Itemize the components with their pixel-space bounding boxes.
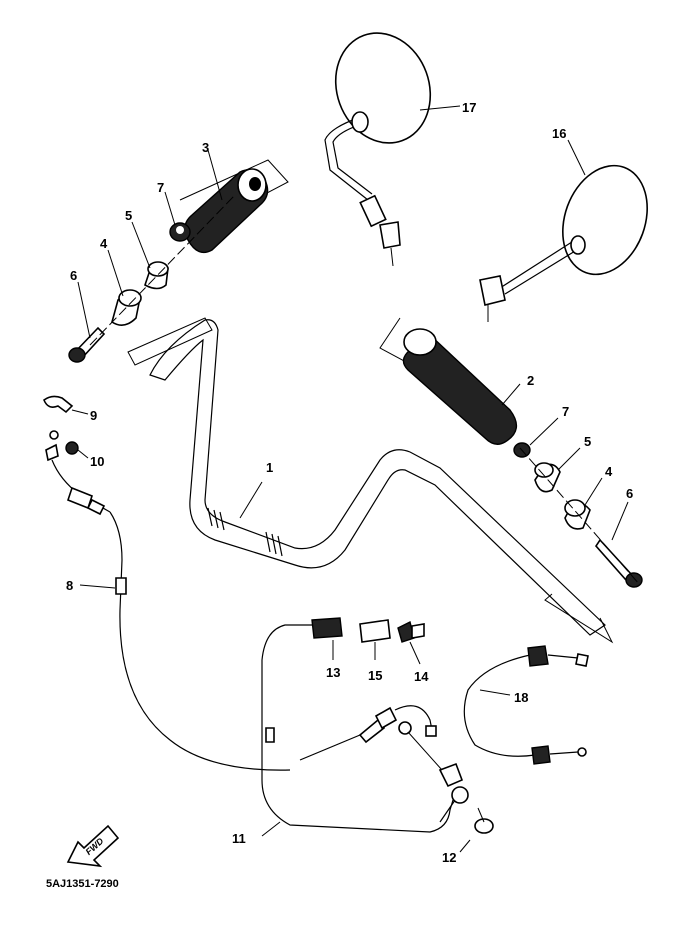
left-end-parts	[68, 191, 236, 363]
part-label-17: 17	[462, 100, 476, 115]
part-label-16: 16	[552, 126, 566, 141]
diagram-code: 5AJ1351-7290	[46, 878, 119, 890]
part-label-13: 13	[326, 665, 340, 680]
part-label-5-right: 5	[584, 434, 591, 449]
part-label-3: 3	[202, 140, 209, 155]
part-label-1: 1	[266, 460, 273, 475]
part-label-15: 15	[368, 668, 382, 683]
part-label-4-right: 4	[605, 464, 613, 479]
part-label-11: 11	[232, 831, 246, 846]
part-label-2: 2	[527, 373, 534, 388]
part-label-7-right: 7	[562, 404, 569, 419]
cable-18	[463, 645, 589, 765]
part-label-6-right: 6	[626, 486, 633, 501]
right-mirror	[479, 139, 648, 322]
left-grip	[179, 149, 289, 254]
part-labels: 3 7 5 4 6 17 16 2 7 5 4 6 9 10 1 8 13 15…	[66, 100, 633, 865]
part-label-4-left: 4	[100, 236, 108, 251]
left-mirror	[324, 32, 461, 267]
part-label-10: 10	[90, 454, 104, 469]
front-direction-arrow-icon: FWD	[66, 824, 120, 868]
right-end-parts	[513, 417, 643, 588]
part-label-6-left: 6	[70, 268, 77, 283]
part-label-7-left: 7	[157, 180, 164, 195]
part-label-12: 12	[442, 850, 456, 865]
part-label-8: 8	[66, 578, 73, 593]
handlebar	[127, 317, 614, 644]
right-grip	[379, 317, 521, 445]
cable-8-assembly	[43, 395, 291, 771]
part-label-9: 9	[90, 408, 97, 423]
cable-11-assembly	[261, 617, 494, 853]
part-label-5-left: 5	[125, 208, 132, 223]
part-label-14: 14	[414, 669, 429, 684]
part-label-18: 18	[514, 690, 528, 705]
